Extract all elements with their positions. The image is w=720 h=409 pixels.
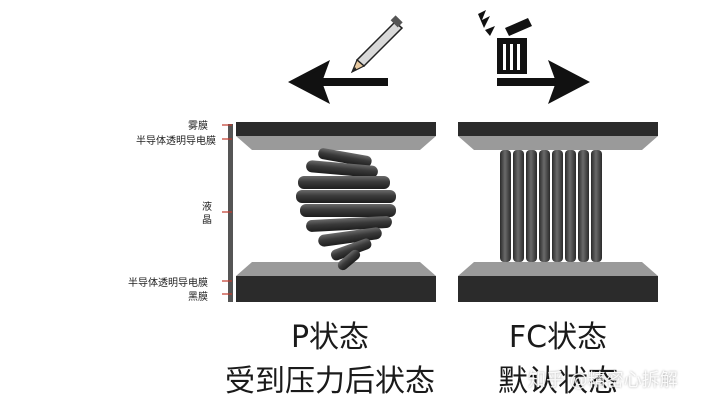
bottom-plate-right [458, 276, 658, 302]
watermark: 知乎 @精密心拆解 [528, 370, 678, 391]
bottom-conductive-film-left [236, 262, 436, 276]
label-black-film: 黑膜 [188, 292, 208, 303]
top-conductive-film-right [458, 136, 658, 150]
top-plate-right [458, 122, 658, 136]
label-fog-film: 雾膜 [188, 121, 208, 132]
caption-p-title: P状态 [290, 320, 370, 355]
caption-fc-sub: 默认状态 [498, 364, 618, 399]
fc-state-cell [458, 122, 658, 302]
top-plate-left [236, 122, 436, 136]
label-semi-conductive-top: 半导体透明导电膜 [136, 136, 216, 147]
trash-icon [478, 10, 532, 74]
bottom-plate-left [236, 276, 436, 302]
caption-p-sub: 受到压力后状态 [225, 364, 435, 399]
layer-bracket [222, 124, 233, 302]
caption-fc-title: FC状态 [508, 320, 608, 355]
arrow-right-icon [497, 60, 590, 104]
p-state-cell [236, 122, 436, 302]
top-conductive-film-left [236, 136, 436, 150]
arrow-left-icon [288, 60, 388, 104]
pencil-icon [350, 15, 404, 74]
label-semi-conductive-bottom: 半导体透明导电膜 [128, 278, 208, 289]
bottom-conductive-film-right [458, 262, 658, 276]
lc-rods-tilted [296, 148, 396, 271]
label-liquid-crystal-2: 晶 [202, 215, 212, 226]
lc-rods-vertical [500, 150, 602, 262]
label-liquid-crystal-1: 液 [202, 202, 212, 213]
